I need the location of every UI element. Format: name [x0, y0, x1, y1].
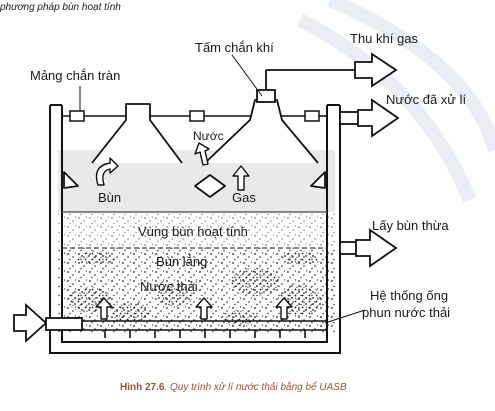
excess-sludge-outlet — [339, 228, 398, 268]
excess-sludge-label: Lấy bùn thừa — [372, 218, 449, 233]
spray-system-label-line1: Hệ thống ống — [370, 288, 448, 303]
figure-caption: Hình 27.6. Quy trình xử lí nước thải bằn… — [120, 380, 347, 393]
treated-water-outlet — [339, 98, 400, 138]
gas-baffle-hoods — [91, 99, 319, 164]
sludge-blanket-zone — [58, 212, 335, 248]
spray-pipe — [82, 320, 327, 338]
wastewater-inlet — [13, 302, 83, 344]
gas-collection-label: Thu khí gas — [350, 31, 418, 46]
settled-sludge-label: Bùn lắng — [156, 254, 207, 269]
activated-sludge-zone-label: Vùng bùn hoạt tính — [138, 224, 248, 239]
water-up-arrow — [194, 142, 210, 166]
uasb-tank — [49, 104, 341, 354]
wastewater-label: Nước thải — [140, 279, 198, 294]
label-leaders — [79, 54, 263, 111]
background-watermark — [296, 0, 495, 203]
upflow-arrows — [95, 165, 293, 320]
header-text: phương pháp bùn hoạt tính — [0, 2, 121, 13]
gas-label: Gas — [232, 190, 256, 205]
spray-label-leader — [324, 309, 366, 324]
overflow-weir — [69, 110, 320, 122]
caption-number: Hình 27.6 — [120, 382, 165, 393]
side-deflectors — [63, 171, 326, 198]
gas-baffle-label: Tấm chắn khí — [195, 40, 274, 55]
caption-text: . Quy trình xử lí nước thải bằng bể UASB — [164, 380, 346, 393]
gas-collection-pipe — [256, 52, 398, 103]
sludge-return-arrow — [95, 157, 119, 186]
sludge-label: Bùn — [98, 190, 121, 205]
overflow-weir-label: Mảng chắn tràn — [30, 68, 120, 83]
treated-water-label: Nước đã xử lí — [386, 92, 467, 107]
water-label: Nước — [193, 129, 224, 143]
spray-system-label-line2: phun nước thải — [362, 305, 450, 320]
